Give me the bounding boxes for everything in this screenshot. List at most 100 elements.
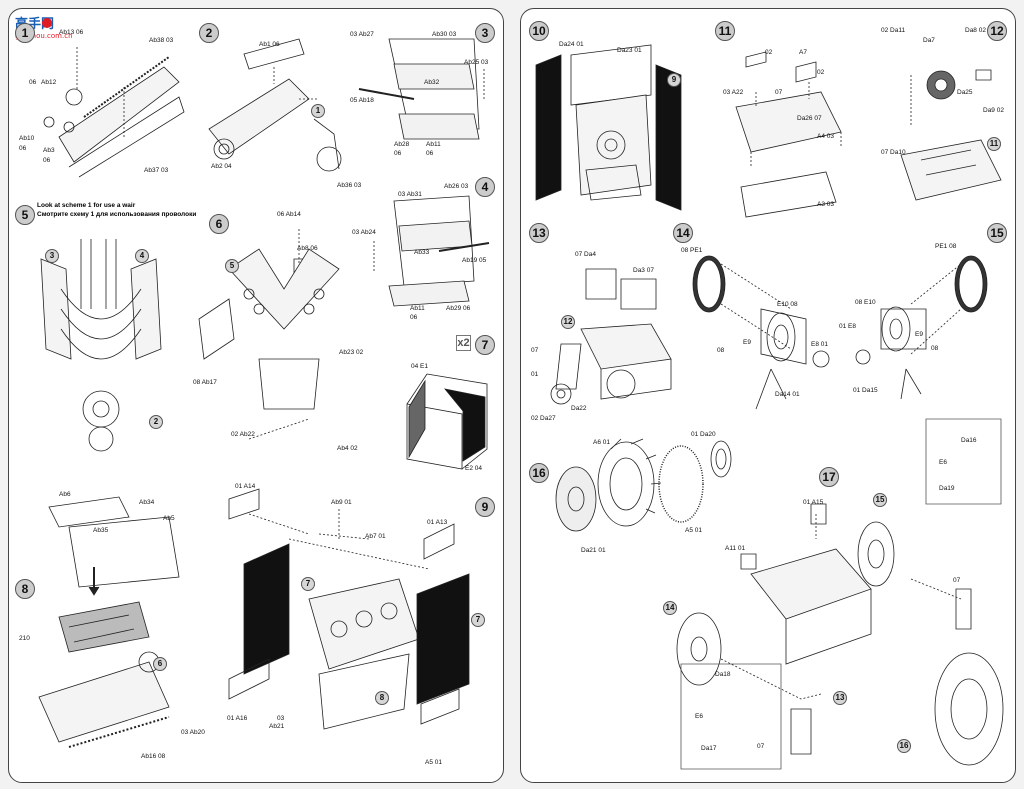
- part-label: 06: [426, 150, 434, 157]
- part-label: E2 04: [465, 465, 482, 472]
- part-label: Ab12: [41, 79, 57, 86]
- part-label: Ab7 01: [365, 533, 386, 540]
- part-label: Ab23 02: [339, 349, 364, 356]
- step-7-number: 7: [475, 335, 495, 355]
- step-8-number: 8: [15, 579, 35, 599]
- part-callout: 3: [45, 249, 59, 263]
- step-16-diagram: A6 01 01 Da20 Da21 01 A5 01: [551, 419, 751, 559]
- part-label: PE1 08: [935, 243, 957, 250]
- step-1-diagram: Ab13 06 Ab12 06 Ab10 06 Ab3 06 Ab38 03 A…: [19, 27, 189, 178]
- step-5-note-en: Look at scheme 1 for use a wair: [37, 202, 136, 209]
- part-label: 06: [29, 79, 37, 86]
- step-10-number: 10: [529, 21, 549, 41]
- part-label: Ab34: [139, 499, 155, 506]
- step-10-diagram: Da24 01 Da23 01 9: [531, 35, 691, 211]
- part-label: Ab30 03: [432, 31, 457, 38]
- instruction-sheet-right: 10 Da24 01 Da23 01 9 11 02 A7 02 07 03 A…: [520, 8, 1016, 783]
- part-label: E10 08: [777, 301, 798, 308]
- step-11-diagram: 02 A7 02 07 03 A22 Da26 07 A4 03 A3 03: [721, 37, 851, 218]
- part-label: 03 A22: [723, 89, 744, 96]
- part-label: 01 A15: [803, 499, 824, 506]
- step-12-diagram: 02 Da11 Da8 02 Da7 Da25 Da9 02 07 Da10 1…: [881, 27, 1011, 215]
- step-14-number: 14: [673, 223, 693, 243]
- step-2-diagram: Ab1 06 1 Ab2 04 Ab36 03: [199, 38, 361, 189]
- part-callout: 15: [873, 493, 887, 507]
- part-callout: 9: [667, 73, 681, 87]
- part-label: Da14 01: [775, 391, 800, 398]
- part-label: 03 Ab20: [181, 729, 205, 736]
- part-label: Ab21: [269, 723, 285, 730]
- part-label: Da23 01: [617, 47, 642, 54]
- part-label: A4 03: [817, 133, 834, 140]
- step-4-diagram: 03 Ab31 Ab26 03 03 Ab24 Ab33 Ab19 05 Ab1…: [352, 181, 494, 321]
- part-label: 01 A14: [235, 483, 256, 490]
- part-callout: 1: [311, 104, 325, 118]
- part-label: 02 Da11: [881, 27, 906, 34]
- part-label: 06: [43, 157, 51, 164]
- step-9-diagram: 01 A14 Ab9 01 Ab7 01 01 A13 7 7 8 01 A16…: [181, 479, 489, 779]
- part-label: Ab26 03: [444, 183, 469, 190]
- part-label: A5 01: [425, 759, 442, 766]
- step-4-number: 4: [475, 177, 495, 197]
- part-callout: 11: [987, 137, 1001, 151]
- part-label: 06: [19, 145, 27, 152]
- part-label: 03 Ab24: [352, 229, 376, 236]
- part-label: 03 Ab31: [398, 191, 422, 198]
- part-label: Ab4 02: [337, 445, 358, 452]
- part-label: E9: [915, 331, 923, 338]
- part-label: 07 Da10: [881, 149, 906, 156]
- part-label: Da9 02: [983, 107, 1004, 114]
- part-label: Ab38 03: [149, 37, 174, 44]
- step-15-number: 15: [987, 223, 1007, 243]
- part-label: Ab37 03: [144, 167, 169, 174]
- part-callout: 5: [225, 259, 239, 273]
- part-label: Ab11: [410, 305, 425, 312]
- part-label: 08 Ab17: [193, 379, 217, 386]
- part-label: 02: [765, 49, 773, 56]
- part-label: 01 E8: [839, 323, 856, 330]
- part-label: 02 Da27: [531, 415, 556, 422]
- part-label: Ab10: [19, 135, 35, 142]
- part-label: Da7: [923, 37, 935, 44]
- part-label: Da8 02: [965, 27, 986, 34]
- part-label: 07: [757, 743, 765, 750]
- instruction-sheet-left: 高手网 gaoshou.com.cn 1 Ab13 06 Ab12 06 Ab1…: [8, 8, 504, 783]
- part-label: Ab2 04: [211, 163, 232, 170]
- part-callout: 13: [833, 691, 847, 705]
- part-label: 06 Ab14: [277, 211, 301, 218]
- part-callout: 8: [375, 691, 389, 705]
- part-label: 08: [931, 345, 939, 352]
- step-3-number: 3: [475, 23, 495, 43]
- part-label: Ab6: [59, 491, 71, 498]
- step-6-diagram: 06 Ab14 Ab8 06 5 Ab23 02 08 Ab17 02 Ab22…: [189, 209, 364, 459]
- step-5-note-ru: Смотрите схему 1 для использования прово…: [37, 211, 197, 218]
- step-7-quantity: x2: [456, 335, 471, 351]
- part-label: E6: [939, 459, 947, 466]
- part-label: Ab33: [414, 249, 430, 256]
- part-label: Da21 01: [581, 547, 606, 554]
- step-13-diagram: 07 Da4 Da3 07 12 07 01 Da22 02 Da27: [531, 249, 681, 429]
- part-label: 03 Ab27: [350, 31, 374, 38]
- step-5-number: 5: [15, 205, 35, 225]
- part-callout: 12: [561, 315, 575, 329]
- part-label: 01 A16: [227, 715, 248, 722]
- part-label: 07: [953, 577, 961, 584]
- part-label: Ab25 03: [464, 59, 489, 66]
- step-13-number: 13: [529, 223, 549, 243]
- part-label: Ab5: [163, 515, 175, 522]
- part-label: A7: [799, 49, 807, 56]
- part-label: 06: [394, 150, 402, 157]
- part-label: Ab8 06: [297, 245, 318, 252]
- step-17-diagram: 01 A15 15 A11 01 14 13 16 07 07 Da18 E6 …: [651, 418, 1004, 774]
- part-label: Da22: [571, 405, 587, 412]
- part-label: 06: [410, 314, 418, 321]
- part-label: A11 01: [725, 545, 746, 552]
- part-label: E6: [695, 713, 703, 720]
- step-16-number: 16: [529, 463, 549, 483]
- part-label: Ab13 06: [59, 29, 84, 36]
- step-1-number: 1: [15, 23, 35, 43]
- part-label: 07 Da4: [575, 251, 596, 258]
- part-callout: 7: [471, 613, 485, 627]
- part-label: Da26 07: [797, 115, 822, 122]
- part-callout: 7: [301, 577, 315, 591]
